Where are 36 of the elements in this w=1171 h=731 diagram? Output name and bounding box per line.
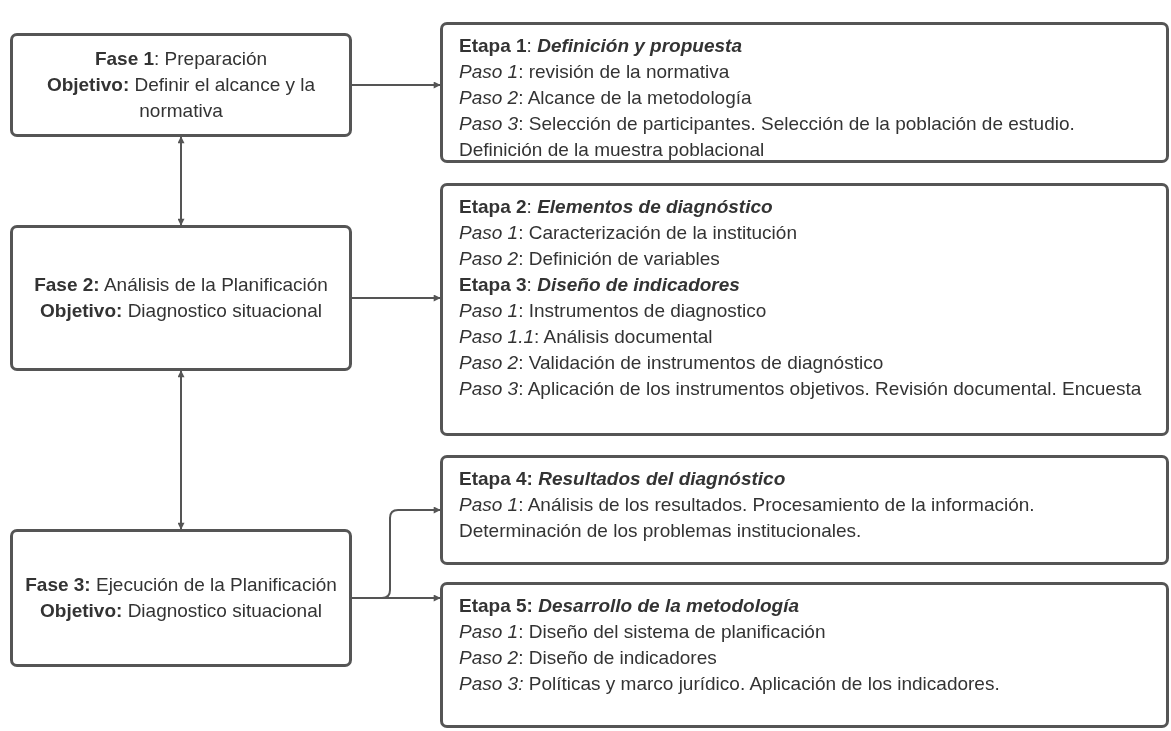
stage-box — [440, 455, 1169, 565]
box-text: Fase 3: Ejecución de la Planificación — [24, 573, 338, 597]
box-text: Paso 1: revisión de la normativa — [459, 60, 731, 84]
stage-box — [440, 183, 1169, 436]
box-text: Paso 1: Análisis de los resultados. Procesamiento de la información. Determinación de los problemas institucionales. — [459, 493, 1036, 543]
box-text: Fase 1: Preparación — [93, 47, 269, 71]
arrow — [177, 136, 185, 226]
box-text: Etapa 2: Elementos de diagnóstico — [459, 195, 774, 219]
box-text: Paso 1: Diseño del sistema de planificación — [459, 620, 827, 644]
arrow — [177, 370, 185, 530]
box-text: Objetivo: Diagnostico situacional — [39, 599, 323, 623]
box-text: Fase 2: Análisis de la Planificación — [33, 273, 329, 297]
box-text: Paso 1: Instrumentos de diagnostico — [459, 299, 768, 323]
box-text: Paso 2: Validación de instrumentos de diagnóstico — [459, 351, 885, 375]
arrow — [351, 294, 441, 302]
stage-box — [440, 582, 1169, 728]
box-text: Paso 2: Diseño de indicadores — [459, 646, 718, 670]
box-text: Paso 3: Aplicación de los instrumentos objetivos. Revisión documental. Encuesta — [459, 377, 1143, 401]
phase-box — [10, 529, 352, 667]
box-text: Paso 3: Políticas y marco jurídico. Aplicación de los indicadores. — [459, 672, 1001, 696]
arrow — [351, 594, 441, 602]
box-text: Etapa 5: Desarrollo de la metodología — [459, 594, 800, 618]
box-text: Objetivo: Diagnostico situacional — [39, 299, 323, 323]
box-text: Etapa 3: Diseño de indicadores — [459, 273, 741, 297]
box-text: Paso 1.1: Análisis documental — [459, 325, 714, 349]
stage-box — [440, 22, 1169, 163]
box-text: Objetivo: Definir el alcance y la normativa — [45, 73, 317, 123]
box-text: Paso 1: Caracterización de la institución — [459, 221, 798, 245]
box-text: Paso 2: Alcance de la metodología — [459, 86, 753, 110]
box-text: Paso 2: Definición de variables — [459, 247, 721, 271]
phase-box — [10, 33, 352, 137]
phase-box — [10, 225, 352, 371]
box-text: Paso 3: Selección de participantes. Selección de la población de estudio. Definición de la muestra poblacional — [459, 112, 1076, 162]
box-text: Etapa 1: Definición y propuesta — [459, 34, 743, 58]
arrow — [351, 81, 441, 89]
box-text: Etapa 4: Resultados del diagnóstico — [459, 467, 787, 491]
